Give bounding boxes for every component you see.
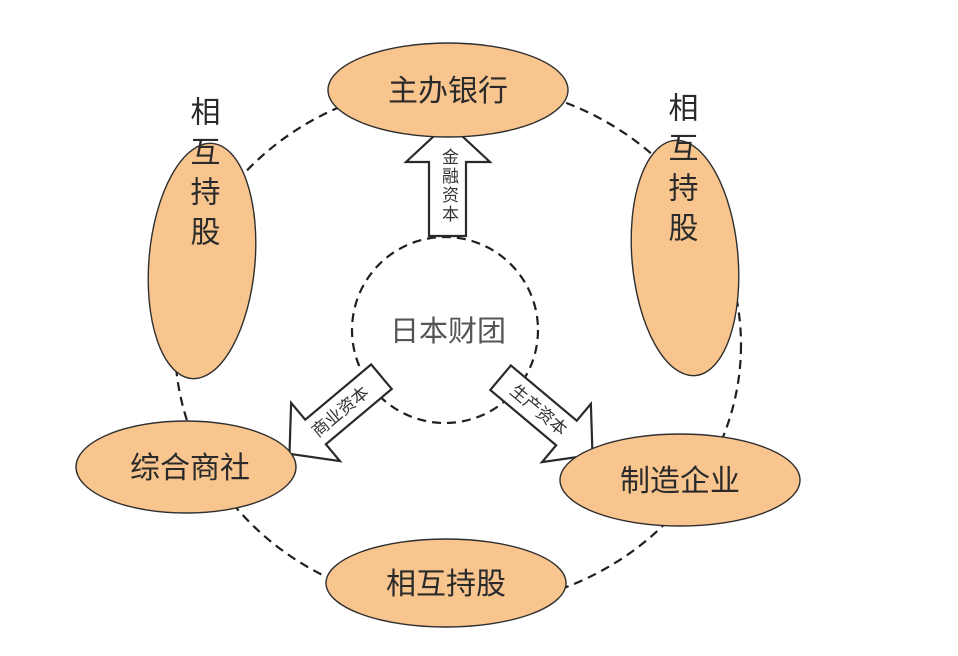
main-bank-ellipse [327,42,569,138]
general-trading-label: 综合商社 [130,451,250,486]
cross-holding-right-ellipse [630,139,740,377]
cross-holding-bottom-node: 相互持股 [325,538,567,628]
manufacturing-node: 制造企业 [559,433,801,527]
main-bank-label: 主办银行 [388,74,508,109]
commercial-capital-arrow-shape [288,362,394,463]
center-label: 日本财团 [390,314,506,348]
cross-holding-left-ellipse [147,142,257,380]
finance-capital-label: 金融资本 [438,148,459,224]
general-trading-ellipse [75,420,297,514]
manufacturing-ellipse [559,433,801,527]
cross-holding-left-node: 相互持股 [147,96,257,380]
finance-capital-arrow: 金融资本 [403,121,493,238]
main-bank-node: 主办银行 [327,42,569,138]
cross-holding-bottom-label: 相互持股 [386,567,506,602]
cross-holding-right-label: 相互持股 [663,92,699,252]
cross-holding-bottom-ellipse [325,538,567,628]
production-capital-arrow-shape [488,363,594,464]
cross-holding-left-label: 相互持股 [185,96,221,256]
finance-capital-arrow-shape [403,121,493,238]
general-trading-node: 综合商社 [75,420,297,514]
manufacturing-label: 制造企业 [620,464,740,499]
cross-holding-right-node: 相互持股 [630,92,740,377]
